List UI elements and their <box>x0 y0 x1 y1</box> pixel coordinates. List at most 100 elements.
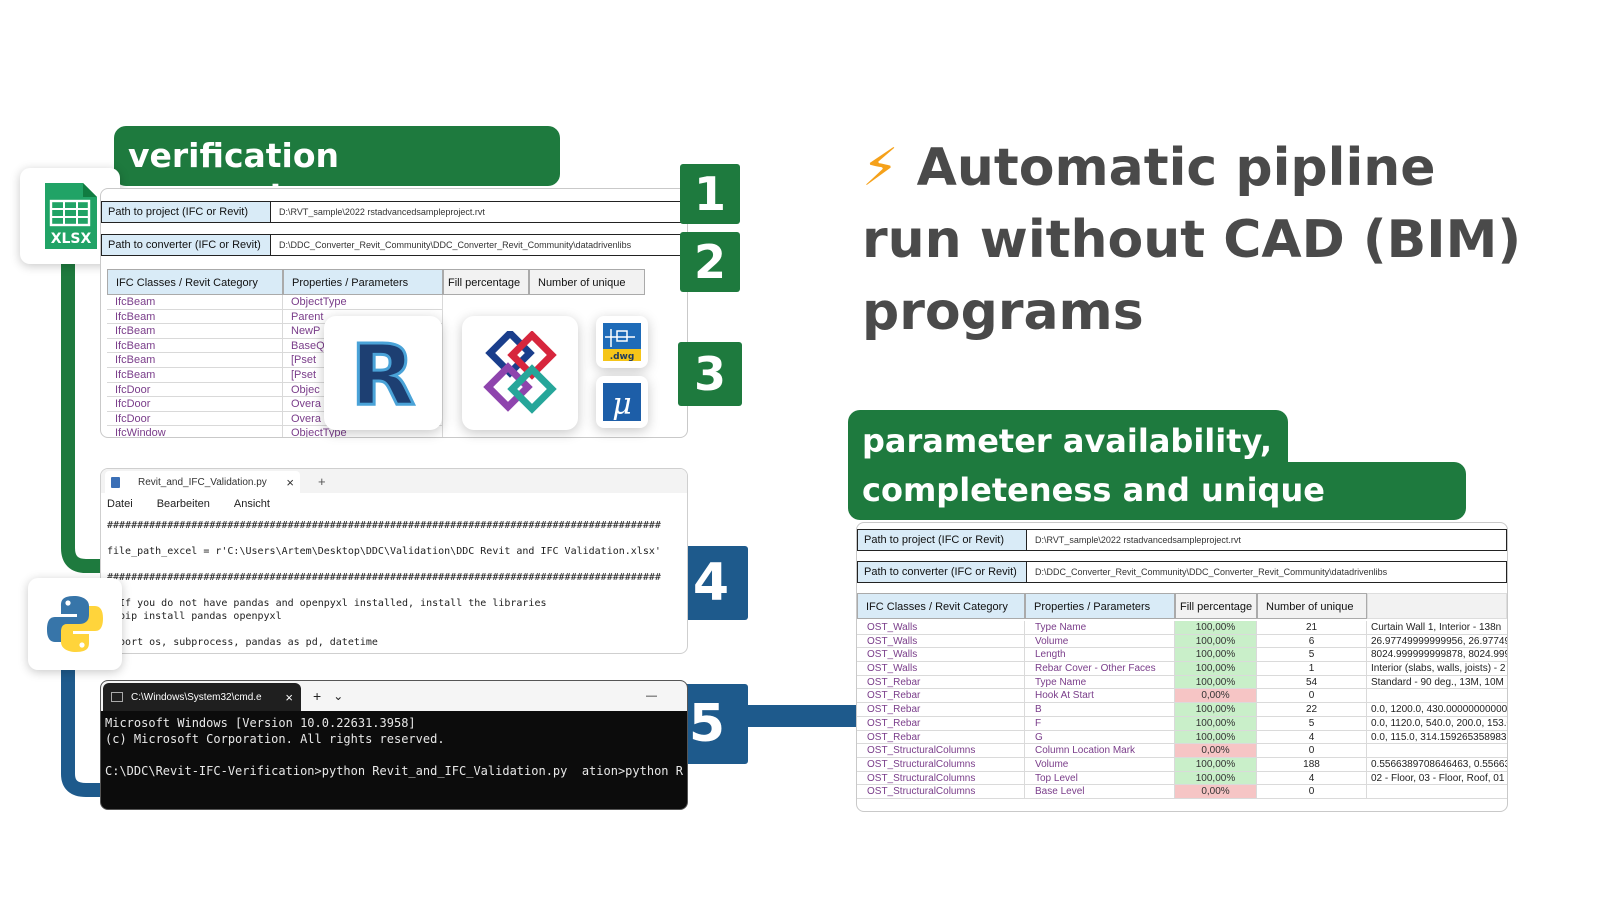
cell-fill-percentage[interactable]: 100,00% <box>1175 648 1257 663</box>
cell-unique-values[interactable]: 0.0, 1200.0, 430.000000000000 <box>1367 703 1507 717</box>
cell-unique-count[interactable]: 21 <box>1257 621 1367 635</box>
cell-unique-count[interactable]: 0 <box>1257 689 1367 704</box>
cell-category[interactable]: IfcDoor <box>107 411 283 427</box>
cell-unique-count[interactable]: 6 <box>1257 634 1367 649</box>
cell-unique-count[interactable]: 0 <box>1257 785 1367 799</box>
cell-fill-percentage[interactable]: 100,00% <box>1175 634 1257 649</box>
cell-category[interactable]: IfcBeam <box>107 367 283 383</box>
path-to-converter-value[interactable]: D:\DDC_Converter_Revit_Community\DDC_Con… <box>1027 561 1507 583</box>
cell-parameter[interactable]: F <box>1025 716 1175 731</box>
cell-unique-values[interactable]: Curtain Wall 1, Interior - 138n <box>1367 621 1507 635</box>
cell-unique-values[interactable]: 0.5566389708646463, 0.556638 <box>1367 758 1507 772</box>
cell-unique-values[interactable]: Standard - 90 deg., 13M, 10M <box>1367 676 1507 690</box>
cell-parameter[interactable]: Length <box>1025 648 1175 663</box>
cell-category[interactable]: OST_Walls <box>857 648 1025 663</box>
path-to-project-value[interactable]: D:\RVT_sample\2022 rstadvancedsampleproj… <box>271 201 687 223</box>
cell-unique-count[interactable]: 5 <box>1257 716 1367 731</box>
cell-unique-values[interactable]: 02 - Floor, 03 - Floor, Roof, 01 <box>1367 772 1507 786</box>
cell-category[interactable]: OST_Walls <box>857 662 1025 676</box>
cell-unique-count[interactable]: 1 <box>1257 662 1367 676</box>
cell-unique-count[interactable]: 5 <box>1257 648 1367 663</box>
cell-category[interactable]: IfcBeam <box>107 295 283 310</box>
close-icon[interactable]: × <box>286 474 294 490</box>
add-tab-icon[interactable]: + <box>313 688 322 704</box>
cell-unique-count[interactable]: 4 <box>1257 771 1367 786</box>
cell-category[interactable]: OST_Walls <box>857 621 1025 635</box>
cell-category[interactable]: IfcBeam <box>107 324 283 339</box>
cell-category[interactable]: IfcBeam <box>107 353 283 368</box>
cell-unique-values[interactable]: 0.0, 1120.0, 540.0, 200.0, 153.0 <box>1367 717 1507 731</box>
chevron-down-icon[interactable]: ⌄ <box>333 689 344 703</box>
cell-unique-values[interactable]: 8024.999999999878, 8024.9999 <box>1367 648 1507 663</box>
cell-category[interactable]: IfcBeam <box>107 338 283 354</box>
cell-unique-count[interactable]: 22 <box>1257 703 1367 717</box>
cell-unique-count[interactable]: 4 <box>1257 730 1367 745</box>
cell-parameter[interactable]: Type Name <box>1025 675 1175 690</box>
cell-parameter[interactable]: Volume <box>1025 634 1175 649</box>
cell-unique-count[interactable]: 54 <box>1257 675 1367 690</box>
cmd-output[interactable]: Microsoft Windows [Version 10.0.22631.39… <box>101 711 687 779</box>
cell-fill-percentage[interactable]: 100,00% <box>1175 662 1257 676</box>
menu-datei[interactable]: Datei <box>107 498 133 510</box>
cell-parameter[interactable]: Type Name <box>1025 621 1175 635</box>
cell-parameter[interactable]: G <box>1025 730 1175 745</box>
cell-unique-values[interactable]: Interior (slabs, walls, joists) - 2 <box>1367 662 1507 676</box>
cell-fill-percentage[interactable]: 0,00% <box>1175 785 1257 799</box>
cell-unique-values[interactable]: 26.97749999999956, 26.97749 <box>1367 635 1507 649</box>
cell-category[interactable]: OST_StructuralColumns <box>857 744 1025 758</box>
cell-parameter[interactable]: Hook At Start <box>1025 689 1175 704</box>
cell-category[interactable]: IfcBeam <box>107 309 283 325</box>
cell-unique-values[interactable] <box>1367 785 1507 799</box>
cell-parameter[interactable]: Volume <box>1025 757 1175 772</box>
cell-unique-count[interactable]: 188 <box>1257 757 1367 772</box>
cell-unique-values[interactable] <box>1367 689 1507 704</box>
cell-category[interactable]: OST_StructuralColumns <box>857 757 1025 772</box>
cell-unique-values[interactable]: 0.0, 115.0, 314.1592653589837 <box>1367 731 1507 745</box>
cell-parameter[interactable]: Rebar Cover - Other Faces <box>1025 662 1175 676</box>
cell-fill-percentage[interactable]: 100,00% <box>1175 716 1257 731</box>
cell-category[interactable]: OST_StructuralColumns <box>857 771 1025 786</box>
cell-fill-percentage[interactable]: 100,00% <box>1175 730 1257 745</box>
notepad-editor[interactable]: ########################################… <box>101 515 687 649</box>
cell-category[interactable]: IfcDoor <box>107 397 283 412</box>
close-icon[interactable]: × <box>285 689 293 705</box>
cell-category[interactable]: OST_Rebar <box>857 716 1025 731</box>
cell-fill-percentage[interactable]: 100,00% <box>1175 621 1257 635</box>
cell-parameter[interactable]: Base Level <box>1025 785 1175 799</box>
menu-bearbeiten[interactable]: Bearbeiten <box>156 498 210 510</box>
cell-parameter[interactable]: Column Location Mark <box>1025 744 1175 758</box>
cell-category[interactable]: IfcDoor <box>107 382 283 398</box>
path-to-converter-value[interactable]: D:\DDC_Converter_Revit_Community\DDC_Con… <box>271 234 687 256</box>
cell-fill-percentage[interactable]: 100,00% <box>1175 703 1257 717</box>
menu-ansicht[interactable]: Ansicht <box>233 498 270 510</box>
cell-category[interactable]: OST_Rebar <box>857 730 1025 745</box>
path-to-project-value[interactable]: D:\RVT_sample\2022 rstadvancedsampleproj… <box>1027 529 1507 551</box>
cell-parameter[interactable]: ObjectType <box>283 295 443 310</box>
cell-fill-percentage[interactable]: 100,00% <box>1175 757 1257 772</box>
cell-unique-count[interactable]: 0 <box>1257 744 1367 758</box>
cell-category[interactable]: OST_Rebar <box>857 703 1025 717</box>
cell-category[interactable]: OST_StructuralColumns <box>857 785 1025 799</box>
add-tab-icon[interactable]: + <box>318 473 326 489</box>
cell-fill-percentage[interactable]: 0,00% <box>1175 744 1257 758</box>
cell-fill-percentage[interactable]: 0,00% <box>1175 689 1257 704</box>
cmd-tab[interactable]: C:\Windows\System32\cmd.e × <box>103 683 301 711</box>
cell-fill-percentage[interactable]: 100,00% <box>1175 771 1257 786</box>
cell-parameter[interactable]: Top Level <box>1025 771 1175 786</box>
notepad-tab[interactable]: Revit_and_IFC_Validation.py × <box>105 471 300 493</box>
cell-category[interactable]: OST_Walls <box>857 634 1025 649</box>
cell-parameter[interactable]: ObjectType <box>283 426 443 437</box>
